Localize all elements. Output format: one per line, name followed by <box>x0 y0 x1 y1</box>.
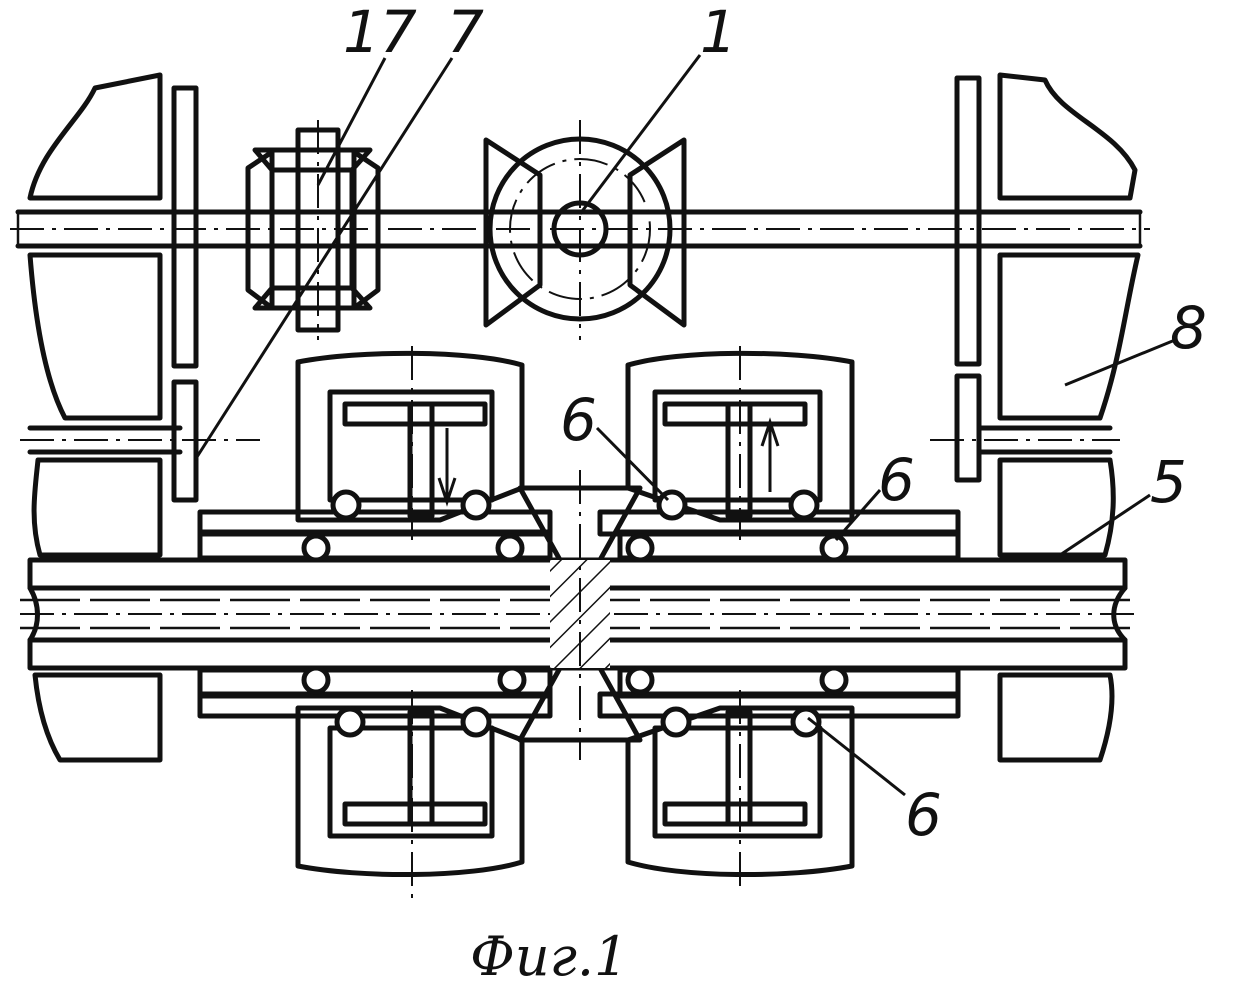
casing-lower-left <box>200 670 550 905</box>
label-6-lower-right: 6 <box>905 781 942 849</box>
label-7: 7 <box>447 0 484 66</box>
housing-left <box>30 75 160 760</box>
label-1: 1 <box>700 0 737 66</box>
label-8: 8 <box>1170 294 1207 362</box>
label-6-upper-right: 6 <box>878 446 915 514</box>
housing-right <box>1000 75 1138 760</box>
casing-lower-right <box>600 670 958 890</box>
figure-caption: Фиг.1 <box>470 925 628 988</box>
label-6-upper-middle: 6 <box>560 386 597 454</box>
casing-upper-left <box>200 346 550 558</box>
label-5: 5 <box>1150 448 1187 516</box>
label-17: 17 <box>343 0 417 66</box>
